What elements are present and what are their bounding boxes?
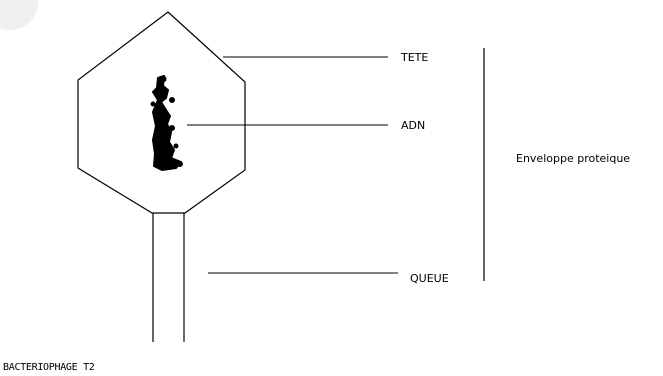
watermark-shape: [0, 0, 38, 30]
dna-strand: [150, 75, 183, 171]
dna-label: ADN: [401, 119, 425, 132]
head-label: TETE: [400, 51, 428, 64]
diagram-caption: BACTERIOPHAGE T2: [3, 362, 95, 373]
tail-label: QUEUE: [410, 272, 449, 285]
capsid-head: [77, 11, 246, 214]
envelope-label: Enveloppe proteique: [516, 152, 630, 165]
